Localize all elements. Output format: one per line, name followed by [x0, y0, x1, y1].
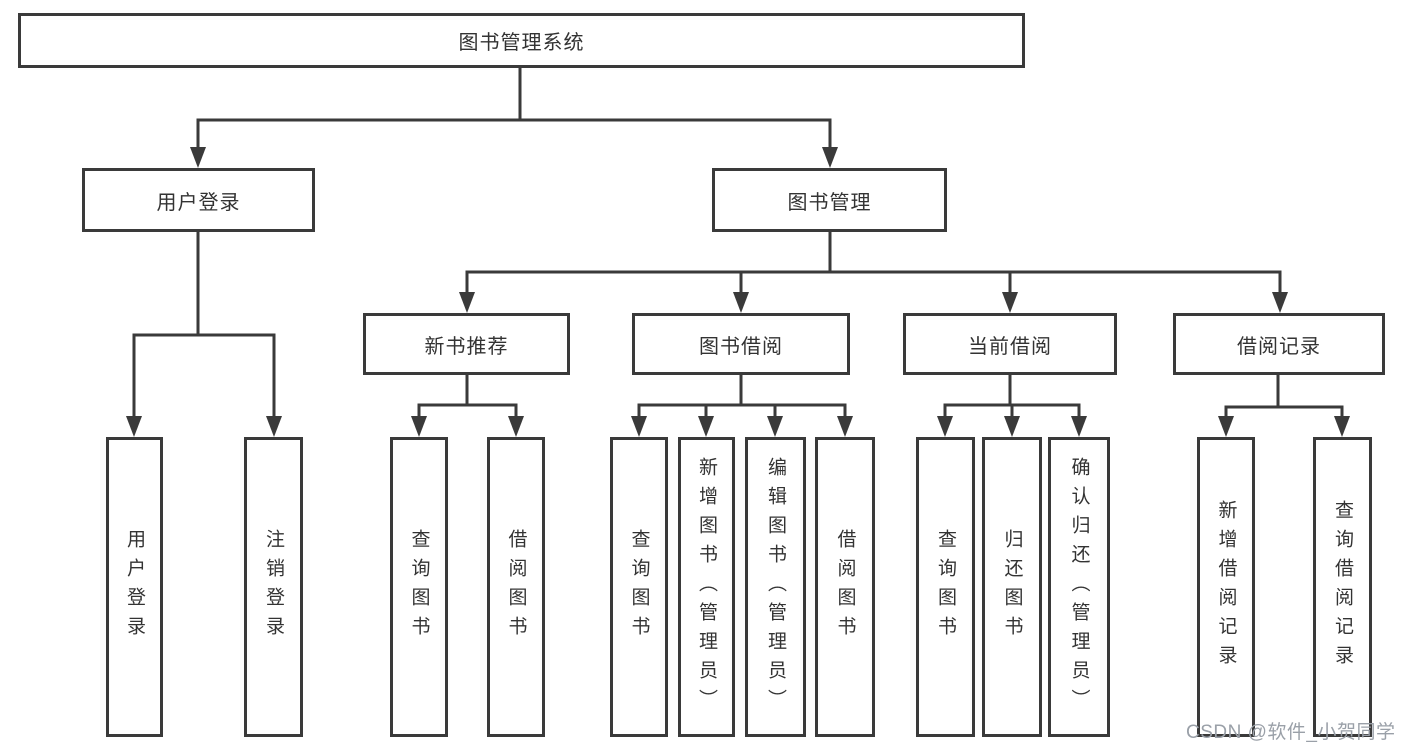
leaf-borrow-books-recommend: 借阅图书	[487, 437, 545, 737]
node-user-login: 用户登录	[82, 168, 315, 232]
leaf-add-book-admin: 新增图书（管理员）	[678, 437, 735, 737]
leaf-return-books: 归还图书	[982, 437, 1042, 737]
node-library-system: 图书管理系统	[18, 13, 1025, 68]
node-book-borrow: 图书借阅	[632, 313, 850, 375]
node-new-book-recommend: 新书推荐	[363, 313, 570, 375]
leaf-user-login: 用户登录	[106, 437, 163, 737]
leaf-query-books-borrow: 查询图书	[610, 437, 668, 737]
leaf-edit-book-admin: 编辑图书（管理员）	[745, 437, 806, 737]
leaf-query-books-recommend: 查询图书	[390, 437, 448, 737]
node-book-management: 图书管理	[712, 168, 947, 232]
leaf-query-borrow-record: 查询借阅记录	[1313, 437, 1372, 737]
csdn-watermark: CSDN @软件_小贺同学	[1186, 722, 1396, 743]
leaf-logout: 注销登录	[244, 437, 303, 737]
node-borrow-records: 借阅记录	[1173, 313, 1385, 375]
node-current-borrow: 当前借阅	[903, 313, 1117, 375]
leaf-confirm-return-admin: 确认归还（管理员）	[1048, 437, 1110, 737]
leaf-add-borrow-record: 新增借阅记录	[1197, 437, 1255, 737]
leaf-borrow-books: 借阅图书	[815, 437, 875, 737]
leaf-query-books-current: 查询图书	[916, 437, 975, 737]
